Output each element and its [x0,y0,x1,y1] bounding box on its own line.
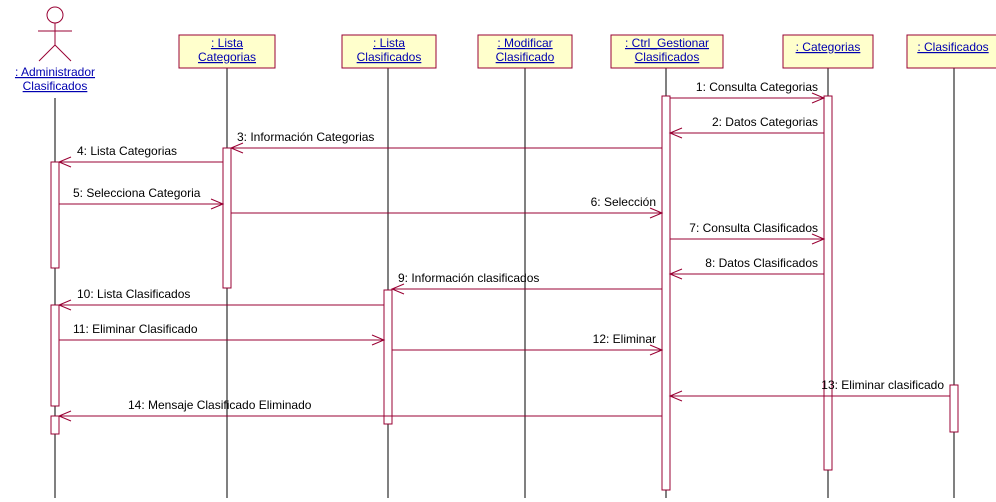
arrowhead-icon [668,390,683,402]
message-label: 3: Información Categorias [237,130,374,144]
message-label: 8: Datos Clasificados [705,256,818,270]
message-1[interactable]: 1: Consulta Categorias [670,80,826,104]
message-label: 12: Eliminar [593,332,656,346]
object-box [477,34,573,69]
message-label: 7: Consulta Clasificados [689,221,818,235]
message-10[interactable]: 10: Lista Clasificados [57,287,384,311]
activation-bar-categorias [823,95,833,471]
message-8[interactable]: 8: Datos Clasificados [668,256,824,280]
arrowhead-icon [649,207,664,219]
message-label: 5: Selecciona Categoria [73,186,201,200]
participant-name: Clasificados [635,50,700,64]
actor-stick-figure-icon [38,6,72,62]
participant-name: Categorias [198,50,256,64]
message-label: 6: Selección [591,195,656,209]
activation-bar-ctrl-gestionar [661,95,671,491]
arrowhead-icon [811,233,826,245]
activation-bar-administrador [50,304,60,407]
object-box [610,34,724,69]
participant-name: : Lista [373,36,405,50]
arrowhead-icon [57,156,72,168]
message-7[interactable]: 7: Consulta Clasificados [670,221,826,245]
message-2[interactable]: 2: Datos Categorias [668,115,824,139]
message-label: 2: Datos Categorias [712,115,818,129]
participant-name: : Modificar [497,36,552,50]
message-4[interactable]: 4: Lista Categorias [57,144,223,168]
message-label: 13: Eliminar clasificado [821,378,944,392]
activation-bar-administrador [50,415,60,435]
message-label: 1: Consulta Categorias [696,80,818,94]
activation-bar-lista-categorias [222,147,232,289]
arrowhead-icon [668,268,683,280]
message-5[interactable]: 5: Selecciona Categoria [59,186,225,210]
message-label: 9: Información clasificados [398,271,539,285]
message-label: 4: Lista Categorias [77,144,177,158]
participant-clasificados[interactable]: : Clasificados [906,34,996,69]
object-box [341,34,437,69]
activation-bar-administrador [50,161,60,269]
arrowhead-icon [390,283,405,295]
participant-name: Clasificados [357,50,422,64]
participant-name: : Clasificados [917,40,988,54]
messages: 1: Consulta Categorias 2: Datos Categoria… [57,80,950,422]
participant-name: Clasificados [23,79,88,93]
participant-name: : Lista [211,36,243,50]
object-box [782,34,874,69]
message-label: 14: Mensaje Clasificado Eliminado [128,398,312,412]
object-box [906,34,996,69]
arrowhead-icon [811,92,826,104]
participant-name: : Categorias [796,40,861,54]
arrowhead-icon [210,198,225,210]
arrowhead-icon [57,410,72,422]
participant-name: : Administrador [15,65,95,79]
arrowhead-icon [371,334,386,346]
arrowhead-icon [649,344,664,356]
message-label: 11: Eliminar Clasificado [73,322,198,336]
arrowhead-icon [229,142,244,154]
message-9[interactable]: 9: Información clasificados [390,271,662,295]
arrowhead-icon [57,299,72,311]
message-13[interactable]: 13: Eliminar clasificado [668,378,950,402]
object-box [178,34,276,69]
message-6[interactable]: 6: Selección [231,195,664,219]
activation-bar-lista-clasificados [383,289,393,425]
participant-name: : Ctrl_Gestionar [625,36,709,50]
participant-categorias[interactable]: : Categorias [782,34,874,69]
message-3[interactable]: 3: Información Categorias [229,130,662,154]
message-label: 10: Lista Clasificados [77,287,190,301]
arrowhead-icon [668,127,683,139]
message-11[interactable]: 11: Eliminar Clasificado [59,322,386,346]
activation-bars [50,95,959,491]
participant-name: Clasificado [496,50,555,64]
message-12[interactable]: 12: Eliminar [392,332,664,356]
message-14[interactable]: 14: Mensaje Clasificado Eliminado [57,398,662,422]
activation-bar-clasificados [949,384,959,433]
